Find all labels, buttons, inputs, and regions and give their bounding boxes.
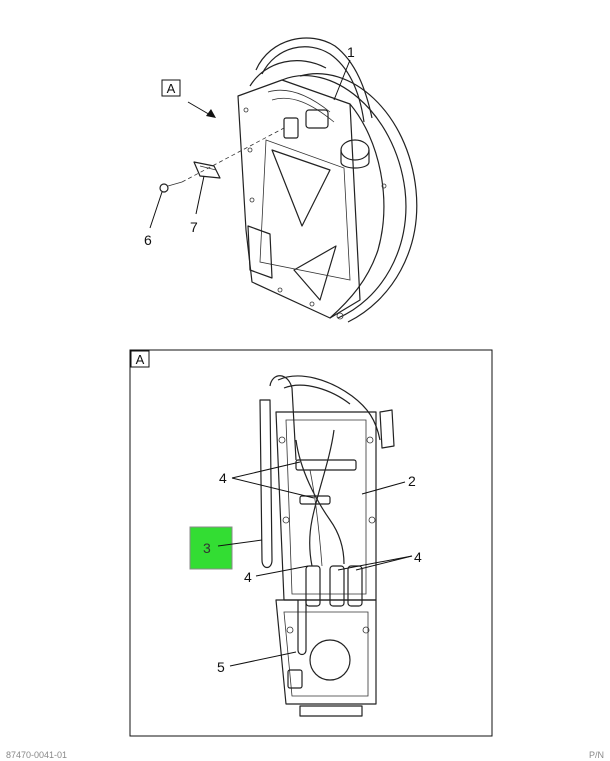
callout-5: 5 [217, 659, 225, 675]
part-6-bolt-drawing [159, 181, 183, 193]
leader-4-lower-right-a [337, 555, 413, 571]
view-a-tag: A [167, 81, 176, 96]
leader-1 [333, 59, 351, 101]
view-a-indicator: A [161, 79, 216, 118]
install-line [181, 127, 285, 183]
footer-drawing-id: 87470-0041-01 [6, 750, 67, 760]
leader-2 [361, 481, 406, 495]
callout-4-upper: 4 [219, 470, 227, 486]
detail-view-label: A [136, 352, 145, 367]
callout-3-highlight[interactable] [189, 526, 233, 570]
detail-view-frame [129, 349, 493, 737]
callout-4-lower-left: 4 [244, 569, 252, 585]
detail-assembly-drawing [259, 375, 395, 717]
leader-4-upper-a [231, 461, 301, 479]
leader-6 [149, 191, 163, 229]
leader-7 [195, 175, 205, 215]
leader-4-upper-b [231, 477, 315, 499]
footer-right-id: P/N [589, 750, 604, 760]
callout-3: 3 [203, 540, 211, 556]
callout-1: 1 [347, 44, 355, 60]
callout-2: 2 [408, 473, 416, 489]
upper-assembly-drawing [237, 37, 418, 323]
part-7-clip-drawing [193, 161, 221, 179]
callout-7: 7 [190, 219, 198, 235]
leader-4-lower-right-b [355, 555, 413, 571]
callout-6: 6 [144, 232, 152, 248]
leader-3 [217, 539, 263, 547]
leader-5 [229, 651, 297, 667]
callout-4-lower-right: 4 [414, 549, 422, 565]
leader-4-lower-left [255, 565, 309, 577]
